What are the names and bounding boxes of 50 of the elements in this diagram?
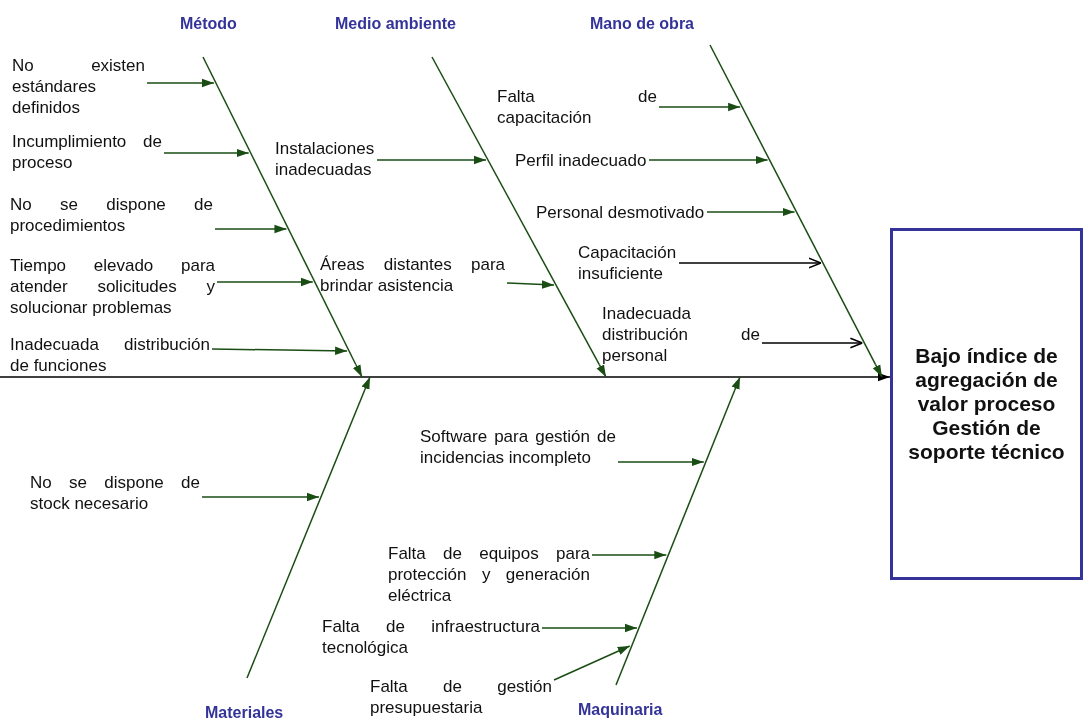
cause-text: No se dispone de stock necesario <box>30 472 200 514</box>
arrow <box>361 376 371 391</box>
bone-line <box>709 44 877 366</box>
cause-text: Instalaciones inadecuadas <box>275 138 390 180</box>
cause-text: Software para gestión de incidencias incompleto <box>420 426 616 468</box>
arrow <box>658 102 741 112</box>
arrow <box>863 372 891 382</box>
arrow <box>163 148 250 158</box>
arrow <box>553 645 631 681</box>
category-label: Medio ambiente <box>335 14 456 34</box>
arrow <box>591 550 668 560</box>
arrow <box>216 277 314 287</box>
arrow <box>731 376 741 391</box>
cause-text: Falta de capacitación <box>497 86 657 128</box>
category-label: Maquinaria <box>578 700 663 720</box>
cause-text: Incumplimiento de proceso <box>12 131 162 173</box>
cause-text: Falta de equipos para protección y generación eléctrica <box>388 543 590 606</box>
cause-text: Tiempo elevado para atender solicitudes y solucionar problemas <box>10 255 215 318</box>
cause-text: Perfil inadecuado <box>515 150 647 171</box>
effect-text: Bajo índice de agregación de valor proceso Gestión de soporte técnico <box>907 344 1066 464</box>
cause-text: Inadecuada distribución de personal <box>602 303 760 366</box>
arrow <box>352 363 363 378</box>
cause-text: Áreas distantes para brindar asistencia <box>320 254 505 296</box>
arrow <box>761 337 864 349</box>
arrow <box>872 363 883 378</box>
arrow <box>541 623 638 633</box>
cause-text: Falta de infraestructura tecnológica <box>322 616 540 658</box>
cause-text: No se dispone de procedimientos <box>10 194 213 236</box>
category-label: Mano de obra <box>590 14 694 34</box>
arrow <box>506 280 555 289</box>
arrow <box>146 78 215 88</box>
cause-text: Personal desmotivado <box>536 202 705 223</box>
cause-text: No existen estándares definidos <box>12 55 145 118</box>
arrow <box>211 346 348 355</box>
category-label: Método <box>180 14 237 34</box>
category-label: Materiales <box>205 703 284 723</box>
arrow <box>596 363 607 378</box>
bone-line <box>615 389 736 686</box>
effect-box <box>890 228 1083 580</box>
cause-text: Inadecuada distribución de funciones <box>10 334 210 376</box>
cause-text: Capacitación insuficiente <box>578 242 698 284</box>
arrow <box>201 492 320 502</box>
arrow <box>376 155 487 165</box>
spine-line <box>0 376 865 378</box>
cause-text: Falta de gestión presupuestaria <box>370 676 552 718</box>
arrow <box>678 257 822 269</box>
arrow <box>214 224 288 234</box>
arrow <box>648 155 769 165</box>
arrow <box>706 207 796 217</box>
arrow <box>617 457 705 467</box>
